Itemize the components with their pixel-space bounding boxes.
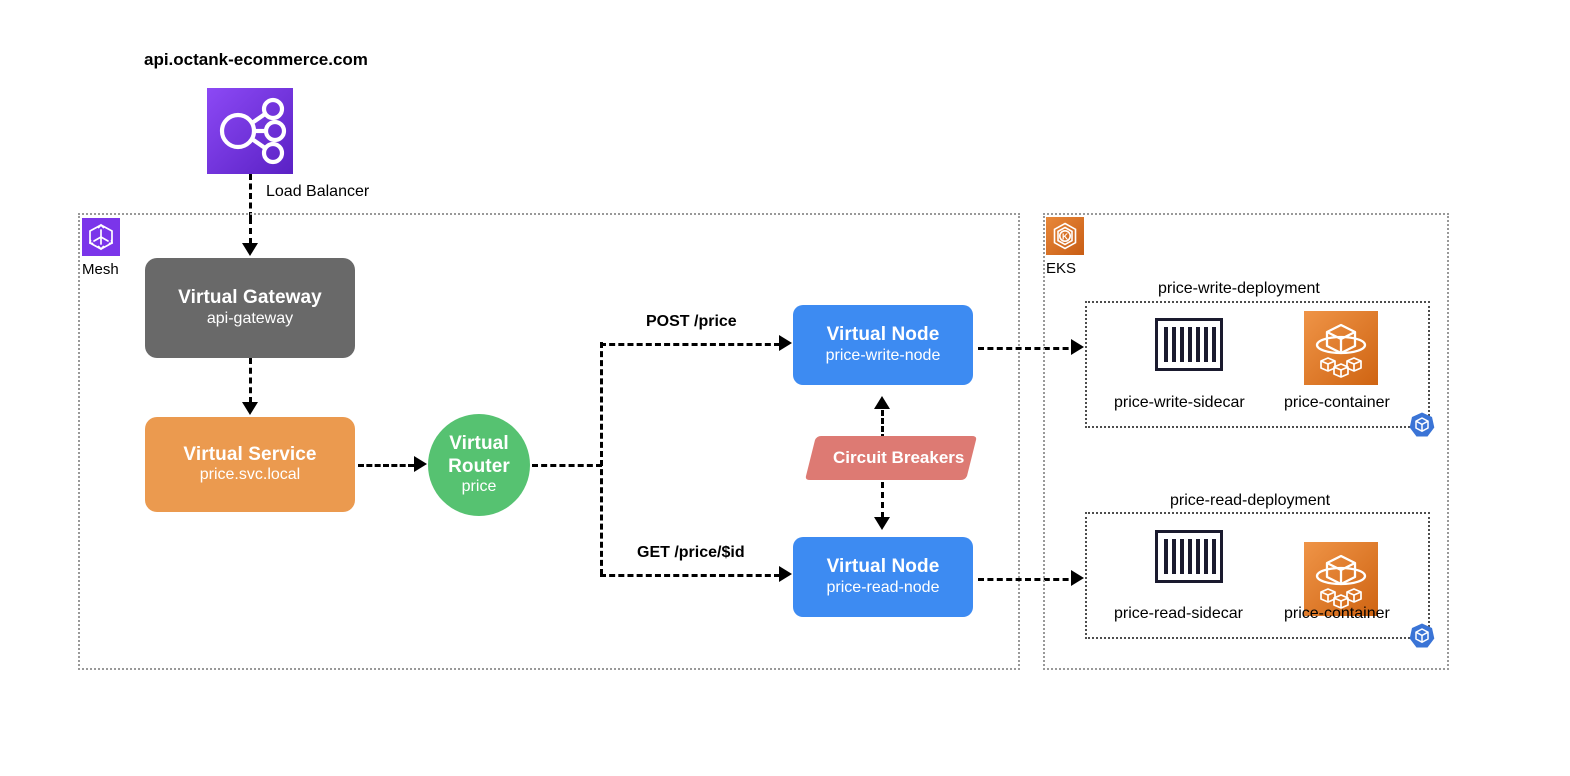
connector-lb-to-boundary [249, 174, 252, 218]
app-mesh-icon [82, 218, 120, 256]
mesh-badge-label: Mesh [82, 261, 119, 278]
arrowhead-to-write-deployment [1071, 339, 1084, 355]
virtual-router-node[interactable]: Virtual Router price [428, 414, 530, 516]
eks-badge-label: EKS [1046, 260, 1077, 277]
virtual-node-read-subtitle: price-read-node [826, 578, 940, 596]
arrowhead-to-gateway [242, 243, 258, 256]
connector-boundary-to-gateway [249, 218, 252, 244]
sidecar-read-label: price-read-sidecar [1114, 605, 1243, 622]
connector-router-to-trunk [532, 464, 602, 467]
deployment-read-box [1085, 512, 1430, 639]
container-read-label: price-container [1284, 605, 1390, 622]
connector-read-node-to-deployment [978, 578, 1078, 581]
sidecar-write-label: price-write-sidecar [1114, 394, 1245, 411]
arrowhead-cb-down [874, 517, 890, 530]
deployment-write-box [1085, 301, 1430, 428]
connector-cb-to-write-node [881, 410, 884, 440]
deployment-write-label: price-write-deployment [1158, 280, 1320, 297]
connector-post-branch [600, 343, 780, 346]
connector-gateway-to-service [249, 358, 252, 403]
eks-container [1043, 213, 1449, 670]
virtual-service-title: Virtual Service [183, 443, 317, 465]
aws-container-icon [1304, 542, 1378, 616]
arrowhead-cb-up [874, 396, 890, 409]
aws-container-icon [1304, 311, 1378, 385]
deployment-read-label: price-read-deployment [1170, 492, 1331, 509]
container-write-label: price-container [1284, 394, 1390, 411]
connector-cb-to-read-node [881, 482, 884, 518]
arrowhead-to-write-node [779, 335, 792, 351]
route-label-get: GET /price/$id [637, 544, 745, 561]
arrowhead-to-service [242, 402, 258, 415]
arrowhead-to-read-deployment [1071, 570, 1084, 586]
virtual-node-write-title: Virtual Node [826, 324, 940, 346]
virtual-node-write[interactable]: Virtual Node price-write-node [793, 305, 973, 385]
virtual-service-node[interactable]: Virtual Service price.svc.local [145, 417, 355, 512]
circuit-breakers-shape[interactable]: Circuit Breakers [805, 434, 977, 482]
kubernetes-pod-icon [1408, 411, 1436, 444]
virtual-node-write-subtitle: price-write-node [825, 346, 941, 364]
virtual-router-title2: Router [448, 455, 510, 477]
envoy-sidecar-icon [1155, 530, 1223, 583]
svg-text:K: K [1062, 232, 1068, 242]
virtual-node-read[interactable]: Virtual Node price-read-node [793, 537, 973, 617]
connector-get-branch [600, 574, 780, 577]
eks-icon: K [1046, 217, 1084, 255]
kubernetes-pod-icon [1408, 622, 1436, 655]
virtual-gateway-node[interactable]: Virtual Gateway api-gateway [145, 258, 355, 358]
virtual-gateway-subtitle: api-gateway [206, 309, 294, 327]
connector-service-to-router [358, 464, 414, 467]
page-title: api.octank-ecommerce.com [144, 50, 368, 69]
virtual-router-title: Virtual [449, 433, 509, 455]
arrowhead-to-read-node [779, 566, 792, 582]
virtual-service-subtitle: price.svc.local [199, 466, 301, 484]
route-label-post: POST /price [646, 313, 737, 330]
mesh-container [78, 213, 1020, 670]
virtual-router-subtitle: price [461, 477, 497, 495]
virtual-gateway-title: Virtual Gateway [178, 287, 322, 309]
load-balancer-icon [207, 88, 293, 174]
load-balancer-label: Load Balancer [266, 183, 370, 200]
connector-route-trunk [600, 342, 603, 575]
arrowhead-to-router [414, 456, 427, 472]
circuit-breakers-label: Circuit Breakers [833, 448, 965, 467]
virtual-node-read-title: Virtual Node [826, 556, 940, 578]
connector-write-node-to-deployment [978, 347, 1078, 350]
envoy-sidecar-icon [1155, 318, 1223, 371]
